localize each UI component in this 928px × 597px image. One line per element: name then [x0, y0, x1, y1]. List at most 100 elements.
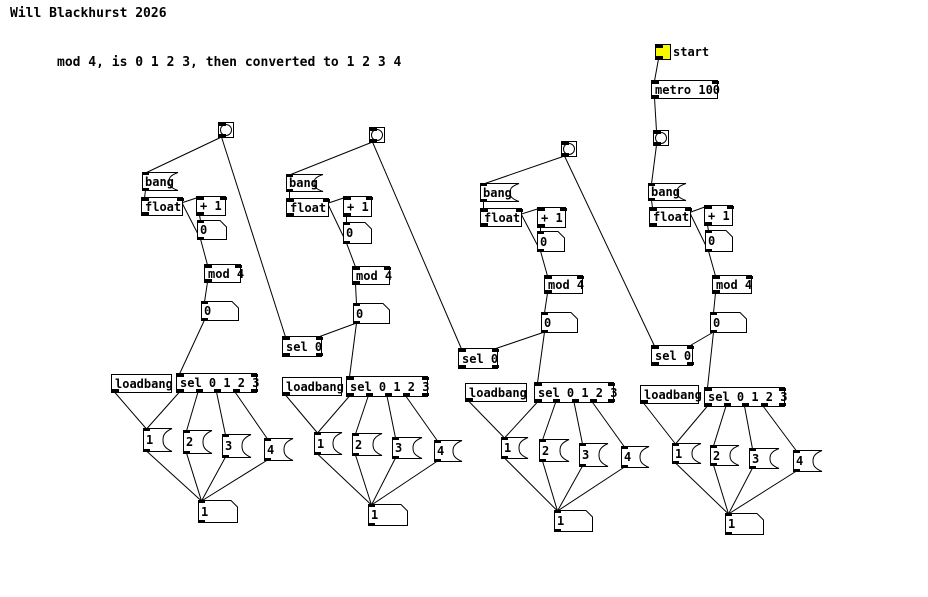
- patch-cord: [146, 450, 202, 502]
- number-box-counter-col4[interactable]: 0: [705, 230, 733, 252]
- inlet-nub: [727, 206, 734, 209]
- inlet-nub: [314, 432, 321, 435]
- message-2-col4-text: 2: [713, 448, 721, 463]
- outlet-nub: [480, 199, 487, 202]
- object-sel-zero-col4: sel 0: [651, 345, 694, 366]
- number-box-output-col4[interactable]: 1: [725, 513, 764, 535]
- outlet-nub: [251, 389, 258, 392]
- number-box-mod-result-col3[interactable]: 0: [541, 312, 578, 333]
- message-1-col2[interactable]: 1: [314, 432, 343, 455]
- outlet-nub: [353, 321, 360, 324]
- object-metro-100-text: metro 100: [655, 82, 721, 97]
- message-3-col2[interactable]: 3: [392, 437, 423, 459]
- outlet-nub: [214, 389, 221, 392]
- message-2-col2[interactable]: 2: [352, 433, 383, 456]
- number-box-output-col3[interactable]: 1: [554, 510, 593, 532]
- patch-cord: [186, 452, 202, 502]
- patch-cord: [540, 250, 548, 277]
- outlet-nub: [365, 393, 373, 396]
- inlet-nub: [422, 377, 429, 380]
- message-4-col4[interactable]: 4: [793, 450, 823, 472]
- message-box-outline: [392, 437, 423, 459]
- inlet-nub: [481, 209, 488, 212]
- inlet-nub: [749, 448, 756, 451]
- outlet-nub: [654, 142, 661, 145]
- number-box-counter-col3-text: 0: [540, 234, 548, 249]
- number-box-mod-result-col2[interactable]: 0: [353, 303, 390, 324]
- message-1-col3-text: 1: [504, 441, 512, 455]
- outlet-nub: [466, 398, 473, 401]
- message-box-outline: [264, 438, 294, 461]
- message-4-col3[interactable]: 4: [621, 446, 650, 468]
- message-4-col1[interactable]: 4: [264, 438, 294, 461]
- bang-indicator-col4[interactable]: [653, 130, 669, 146]
- inlet-nub: [621, 446, 628, 449]
- message-2-col4[interactable]: 2: [710, 445, 740, 466]
- message-bang-col2-text: bang: [289, 176, 318, 190]
- outlet-nub: [705, 222, 712, 225]
- outlet-nub: [403, 393, 411, 396]
- bang-indicator-col2[interactable]: [369, 127, 385, 143]
- outlet-nub: [713, 290, 720, 293]
- inlet-nub: [459, 349, 466, 352]
- inlet-nub: [142, 198, 149, 201]
- number-box-mod-result-col1[interactable]: 0: [201, 301, 239, 321]
- bang-circle: [220, 124, 232, 136]
- message-box-outline: [286, 174, 324, 192]
- message-1-col3[interactable]: 1: [501, 437, 529, 459]
- toggle-start[interactable]: [655, 44, 671, 60]
- object-plus-one-col4-text: + 1: [708, 208, 730, 223]
- patch-cord: [713, 405, 727, 447]
- object-loadbang-col3: loadbang: [465, 383, 527, 402]
- object-float-col1: float: [141, 197, 184, 216]
- outlet-nub: [177, 389, 184, 392]
- number-box-mod-result-col4[interactable]: 0: [710, 312, 747, 333]
- patch-cord: [405, 395, 438, 442]
- object-sel-0123-col4-text: sel 0 1 2 3: [708, 390, 788, 404]
- object-mod4-col2-text: mod 4: [356, 268, 393, 283]
- message-bang-col4[interactable]: bang: [648, 183, 687, 201]
- number-box-output-col2[interactable]: 1: [368, 504, 408, 526]
- patch-cord: [591, 401, 625, 448]
- object-loadbang-col2-text: loadbang: [286, 379, 344, 394]
- inlet-nub: [220, 197, 227, 200]
- object-sel-0123-col3: sel 0 1 2 3: [534, 382, 617, 403]
- outlet-nub: [710, 330, 717, 333]
- object-sel-zero-col3: sel 0: [458, 348, 499, 369]
- outlet-nub: [538, 224, 545, 227]
- message-3-col4[interactable]: 3: [749, 448, 780, 469]
- patch-cord: [179, 319, 205, 375]
- message-1-col4[interactable]: 1: [672, 443, 702, 464]
- outlet-nub: [370, 139, 377, 142]
- message-3-col3[interactable]: 3: [579, 443, 609, 467]
- number-box-output-col1[interactable]: 1: [198, 500, 238, 523]
- inlet-nub: [251, 374, 258, 377]
- message-1-col1[interactable]: 1: [143, 428, 173, 452]
- patch-cord: [675, 405, 708, 445]
- outlet-nub: [760, 403, 768, 406]
- bang-indicator-col3[interactable]: [561, 141, 577, 157]
- message-2-col3[interactable]: 2: [539, 439, 570, 462]
- outlet-nub: [554, 529, 561, 532]
- inlet-nub: [687, 346, 694, 349]
- message-2-col1[interactable]: 2: [183, 430, 213, 454]
- message-bang-col2[interactable]: bang: [286, 174, 324, 192]
- bang-indicator-col1[interactable]: [218, 122, 234, 138]
- message-bang-col1[interactable]: bang: [142, 172, 179, 191]
- message-3-col1[interactable]: 3: [222, 434, 252, 458]
- outlet-nub: [198, 520, 205, 523]
- inlet-nub: [283, 337, 290, 340]
- object-mod4-col4: mod 4: [712, 275, 753, 294]
- patch-cord: [318, 322, 357, 338]
- number-box-counter-col3[interactable]: 0: [537, 231, 565, 252]
- message-box-outline: [222, 434, 252, 458]
- inlet-nub: [516, 209, 523, 212]
- number-box-counter-col1[interactable]: 0: [197, 220, 227, 240]
- message-4-col2[interactable]: 4: [434, 440, 463, 462]
- inlet-nub: [501, 437, 508, 440]
- message-box-outline: [314, 432, 343, 455]
- number-box-outline: [197, 220, 227, 240]
- number-box-counter-col2[interactable]: 0: [343, 222, 372, 244]
- message-bang-col3[interactable]: bang: [480, 183, 520, 202]
- inlet-nub: [579, 443, 586, 446]
